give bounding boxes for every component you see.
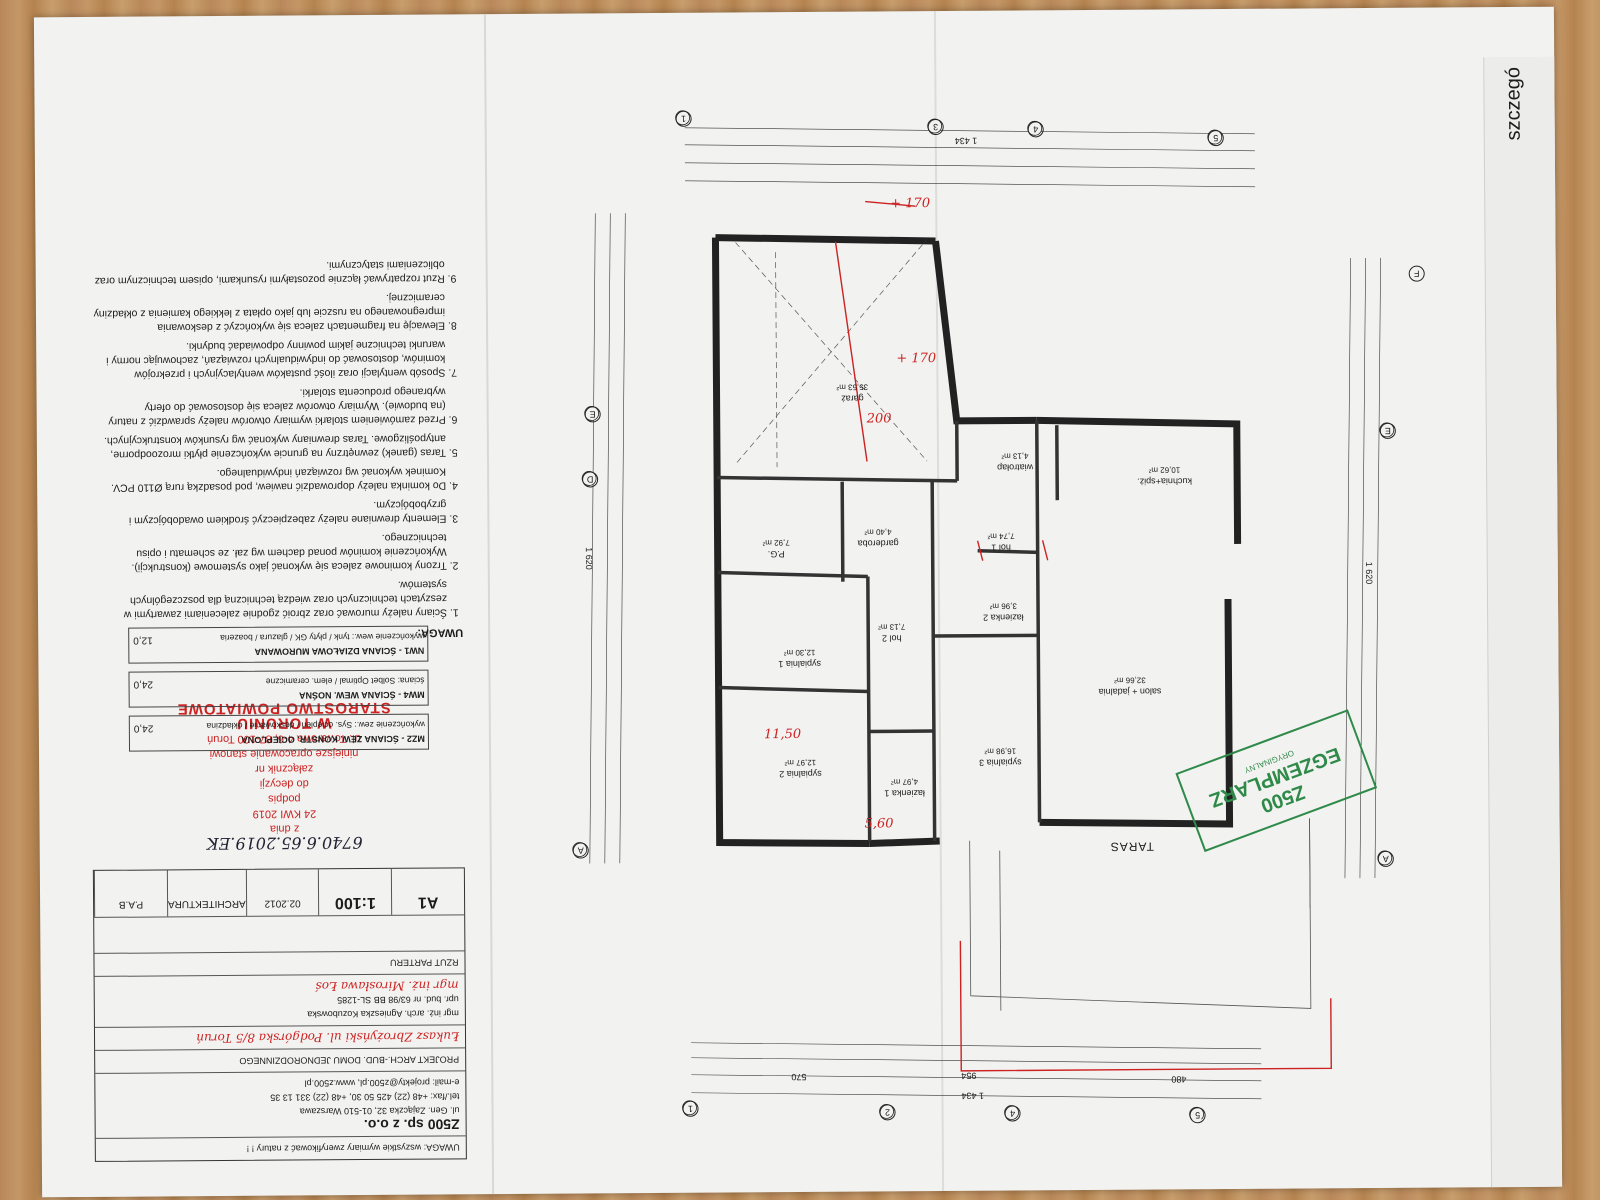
decision-number: 6740.6.65.2019.EK (206, 833, 363, 854)
axis-label: A (1377, 850, 1394, 867)
axis-label: D (582, 471, 599, 488)
designer-license: upr. bud. nr 63/98 BB SL-1285 (337, 994, 459, 1006)
axis-label: A (572, 842, 589, 859)
pab: P.A.B (93, 870, 167, 917)
tb-company-block: Z500 sp. z o.o. ul. Gen. Zajączka 32, 01… (95, 1070, 466, 1138)
left-info-column: UWAGA: wszystkie wymiary zweryfikować z … (74, 39, 477, 1182)
legend-title: MZ2 - ŚCIANA ZEW. KONSTR. OCIEPLONA (241, 733, 425, 745)
note-item: Przed zamówieniem stolarki wymiary otwor… (91, 384, 445, 428)
legend-thickness: 24,0 (133, 722, 154, 734)
room-boiler: P.G.7,92 m² (762, 538, 790, 560)
dim-segment: 954 (961, 1070, 977, 1081)
legend-item: MZ2 - ŚCIANA ZEW. KONSTR. OCIEPLONA wyko… (128, 713, 430, 752)
legend-desc: ściana: Solbet Optimal / elem. ceramiczn… (265, 675, 425, 687)
axis-label: 3 (927, 118, 944, 136)
axis-label: 2 (879, 1104, 896, 1121)
date: 02.2012 (245, 869, 319, 916)
axis-label: 4 (1027, 121, 1044, 138)
sheet-size: A1 (391, 868, 465, 915)
note-item: Trzony kominowe zaleca się wykonać jako … (93, 530, 447, 574)
sheet-fold (483, 14, 495, 1195)
legend-title: MW4 - ŚCIANA WEW. NOŚNA (298, 689, 425, 701)
axis-label: E (1379, 422, 1396, 439)
branch: ARCHITEKTURA (166, 869, 246, 917)
legend-item: MW4 - ŚCIANA WEW. NOŚNA ściana: Solbet O… (128, 669, 429, 708)
dim-segment: 480 (1171, 1074, 1187, 1085)
red-note: 5,60 (864, 816, 894, 832)
company-email: e-mail: projekty@z500.pl, www.z500.pl (304, 1077, 460, 1089)
decision-label: do decyzji (259, 777, 309, 790)
company-name: Z500 sp. z o.o. (363, 1116, 460, 1134)
notes-heading: UWAGA: (417, 626, 464, 639)
red-note: 200 (866, 411, 892, 427)
note-item: Rzut rozpatrywać łącznie pozostałymi rys… (91, 257, 445, 287)
axis-label: E (584, 406, 601, 423)
designer-block: mgr inż. arch. Agnieszka Kozubowska upr.… (94, 973, 465, 1027)
adjacent-page: szczegó (1483, 56, 1563, 1188)
axis-label: 5 (1189, 1107, 1206, 1124)
red-note: + 170 (890, 196, 931, 212)
adapter-handwritten: Łukasz Zbrożyński ul. Podgórska 8/5 Toru… (94, 1024, 466, 1050)
title-block: UWAGA: wszystkie wymiary zweryfikować z … (92, 867, 467, 1162)
notes-list: Ściany należy murować oraz zbroić zgodni… (91, 257, 464, 622)
company-address: ul. Gen. Zajączka 32, 01-510 Warszawa (299, 1105, 460, 1117)
axis-label: 1 (682, 1100, 699, 1117)
company-phone: tel./fax: +48 (22) 425 50 30, +48 (22) 3… (270, 1091, 460, 1103)
note-item: Taras (ganek) zewnętrzny na gruncie wyko… (92, 431, 446, 461)
constructor-handwritten: mgr inż. Mirosława Łoś (315, 978, 459, 994)
note-item: Elewację na fragmentach zaleca się wykoń… (91, 290, 446, 334)
note-item: Sposób wentylacji oraz ilość pustaków we… (91, 337, 445, 381)
dim-total-width-bottom: 1 434 (961, 1090, 985, 1101)
legend-thickness: 24,0 (133, 678, 154, 690)
red-note: 11,50 (763, 726, 802, 743)
project-name: PROJEKT ARCH.-BUD. DOMU JEDNORODZINNEGO (95, 1047, 466, 1073)
scale: 1:100 (318, 868, 392, 916)
signature-label: podpis (268, 792, 301, 805)
designer-name: mgr inż. arch. Agnieszka Kozubowska (307, 1008, 459, 1020)
drawing-sheet: szczegó UWAGA: wszystkie wymiary zweryfi… (33, 6, 1563, 1198)
tb-note: UWAGA: wszystkie wymiary zweryfikować z … (95, 1135, 466, 1161)
notes-block: UWAGA: Ściany należy murować oraz zbroić… (91, 252, 464, 642)
terrace-label: TARAS (1109, 839, 1154, 854)
dim-segment: 570 (791, 1071, 807, 1083)
note-item: Ściany należy murować oraz zbroić zgodni… (93, 577, 447, 621)
note-item: Elementy drewniane należy zabezpieczyć ś… (92, 497, 447, 527)
axis-label: 4 (1004, 1105, 1021, 1122)
axis-label: F (1408, 265, 1425, 282)
drawing-name: RZUT PARTERU (94, 950, 465, 976)
room-kitchen: kuchnia+spiż.10,62 m² (1137, 465, 1192, 487)
note-item: Do kominka należy doprowadzić nawiew, po… (92, 464, 446, 494)
legend-desc: wykończenie zew.: Sys. ociepleń / deskow… (206, 719, 425, 732)
tb-meta-grid: A1 1:100 02.2012 ARCHITEKTURA P.A.B (93, 868, 465, 918)
red-note: + 170 (896, 351, 937, 367)
legend-title: NW1 - ŚCIANA DZIAŁOWA MUROWANA (254, 645, 425, 657)
date-value: 24 KWI 2019 (252, 807, 317, 820)
dim-total-depth-right: 1 620 (1363, 561, 1375, 585)
floor-plan-lines (572, 110, 1395, 1122)
attachment-nr: załącznik nr (255, 762, 314, 775)
dim-total-depth: 1 620 (583, 547, 595, 570)
axis-label: 1 (675, 110, 692, 127)
dim-total-width: 1 434 (954, 135, 978, 146)
axis-label: 5 (1207, 130, 1224, 147)
date-label: z dnia (269, 822, 300, 835)
